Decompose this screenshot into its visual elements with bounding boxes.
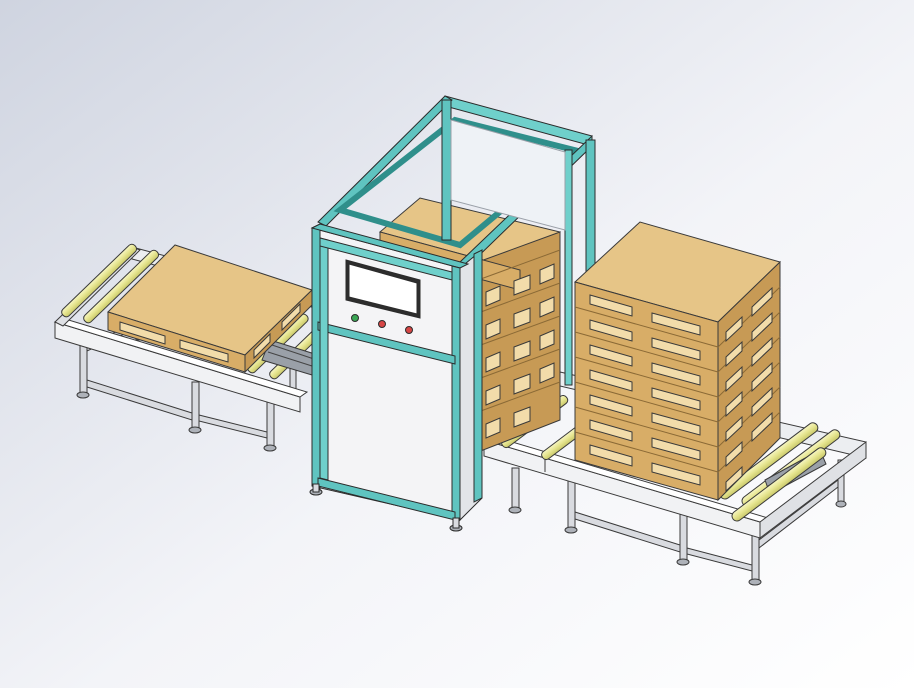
palletizer-frame [309, 95, 596, 532]
frame-back-post-mid [564, 149, 573, 386]
right-conveyor-legs [511, 459, 845, 581]
right-conveyor-end-cap [759, 440, 867, 540]
right-pallet-stack [574, 221, 781, 502]
cabinet-frame-top [310, 223, 470, 269]
frame-top-inner-beam [333, 116, 581, 249]
red-button-1 [378, 320, 386, 328]
left-conveyor-legs [79, 299, 297, 447]
right-conveyor-front-rollers [731, 447, 827, 522]
cabinet-frame-right [451, 265, 461, 521]
right-stack-side-openings [725, 286, 773, 493]
hmi-screen [348, 263, 418, 315]
center-stack-layers [485, 263, 555, 439]
cabinet-inner-frame-left [319, 237, 329, 481]
right-stack-front-layer-lines [574, 306, 719, 473]
left-conveyor-feet [76, 391, 277, 452]
left-pallet [107, 244, 313, 374]
green-button [351, 314, 359, 322]
frame-back-post-left [441, 99, 452, 241]
right-conveyor-feet [508, 500, 847, 586]
cabinet-frame-mid [317, 321, 456, 365]
right-stack-front-openings [589, 294, 701, 486]
cabinet-inner-frame-top [319, 237, 453, 281]
cabinet-side-post [473, 249, 483, 503]
red-button-2 [405, 326, 413, 334]
cabinet-frame-left [311, 223, 321, 491]
center-stack-layer-lines [477, 249, 561, 413]
cabinet-feet [309, 483, 463, 532]
